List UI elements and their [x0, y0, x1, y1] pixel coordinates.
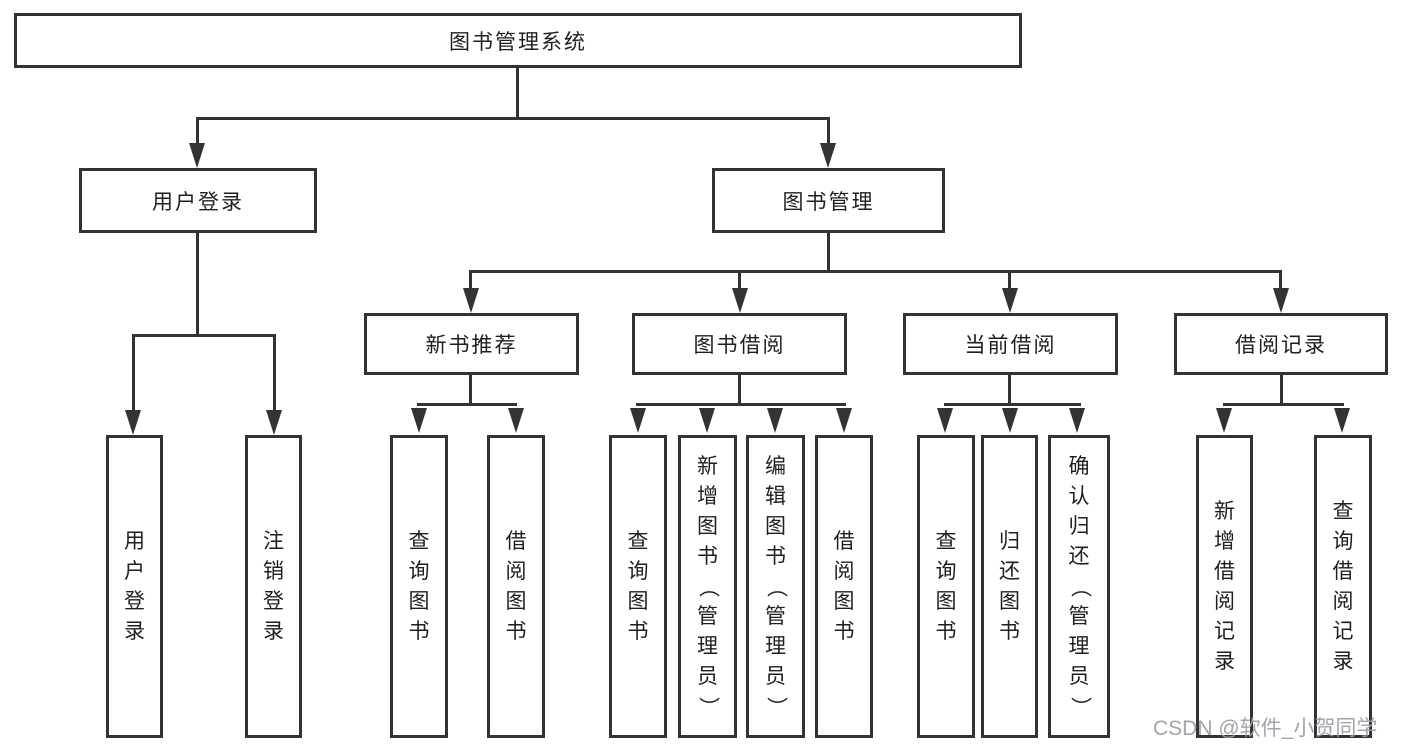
node-label: 查询借阅记录	[1332, 499, 1354, 673]
node-label: 当前借阅	[964, 334, 1057, 357]
node-label: 借阅图书	[833, 529, 855, 643]
connector-line	[827, 117, 830, 145]
connector-line	[1223, 403, 1344, 406]
arrow-down-icon	[699, 408, 715, 433]
connector-line	[417, 403, 517, 406]
connector-line	[196, 117, 199, 145]
node-query-books-borrowing: 查询图书	[609, 435, 667, 738]
csdn-watermark: CSDN @软件_小贺同学	[1153, 717, 1378, 740]
arrow-down-icon	[463, 288, 479, 313]
node-add-books-admin: 新增图书（管理员）	[678, 435, 737, 738]
connector-line	[944, 403, 1081, 406]
node-label: 借阅记录	[1235, 334, 1327, 357]
node-label: 图书管理	[782, 190, 875, 214]
connector-line	[1279, 270, 1282, 288]
node-label: 用户登录	[124, 529, 145, 643]
arrow-down-icon	[125, 410, 141, 435]
connector-line	[273, 334, 276, 410]
node-label: 确认归还（管理员）	[1068, 454, 1091, 718]
connector-line	[738, 270, 741, 288]
node-label: 借阅图书	[505, 529, 527, 643]
node-edit-books-admin: 编辑图书（管理员）	[746, 435, 805, 738]
arrow-down-icon	[1273, 288, 1289, 313]
node-borrowing-records: 借阅记录	[1174, 313, 1388, 375]
connector-line	[469, 270, 472, 288]
arrow-down-icon	[1216, 408, 1232, 433]
arrow-down-icon	[1002, 408, 1018, 433]
node-user-login: 用户登录	[106, 435, 163, 738]
node-label: 归还图书	[999, 529, 1020, 643]
node-label: 新书推荐	[425, 334, 518, 357]
node-label: 编辑图书（管理员）	[764, 454, 788, 718]
connector-line	[738, 374, 741, 406]
arrow-down-icon	[411, 408, 427, 433]
node-borrow-books-borrowing: 借阅图书	[815, 435, 873, 738]
node-current-borrowing: 当前借阅	[903, 313, 1118, 375]
connector-line	[469, 374, 472, 406]
connector-line	[1280, 374, 1283, 406]
arrow-down-icon	[189, 143, 205, 168]
arrow-down-icon	[820, 143, 836, 168]
node-return-books: 归还图书	[981, 435, 1038, 738]
node-new-book-recommendation: 新书推荐	[364, 313, 579, 375]
arrow-down-icon	[767, 408, 783, 433]
node-label: 查询图书	[627, 529, 649, 643]
connector-line	[196, 117, 830, 120]
node-label: 注销登录	[263, 529, 284, 643]
node-confirm-return-admin: 确认归还（管理员）	[1048, 435, 1110, 738]
node-user-login-group: 用户登录	[79, 168, 317, 233]
node-book-borrowing: 图书借阅	[632, 313, 847, 375]
node-book-management: 图书管理	[712, 168, 945, 233]
arrow-down-icon	[1334, 408, 1350, 433]
arrow-down-icon	[630, 408, 646, 433]
arrow-down-icon	[508, 408, 524, 433]
node-query-books-recommend: 查询图书	[390, 435, 448, 738]
node-logout-login: 注销登录	[245, 435, 302, 738]
node-add-borrow-record: 新增借阅记录	[1196, 435, 1253, 738]
connector-line	[1008, 270, 1011, 288]
node-label: 图书借阅	[693, 334, 786, 357]
arrow-down-icon	[732, 288, 748, 313]
node-label: 查询图书	[935, 529, 957, 643]
connector-line	[132, 334, 276, 337]
node-label: 用户登录	[152, 190, 244, 214]
connector-line	[132, 334, 135, 410]
arrow-down-icon	[937, 408, 953, 433]
arrow-down-icon	[1069, 408, 1085, 433]
arrow-down-icon	[836, 408, 852, 433]
node-label: 新增借阅记录	[1214, 499, 1235, 673]
node-library-management-system: 图书管理系统	[14, 13, 1022, 68]
connector-line	[1008, 374, 1011, 406]
arrow-down-icon	[1002, 288, 1018, 313]
connector-line	[196, 232, 199, 337]
arrow-down-icon	[266, 410, 282, 435]
connector-line	[516, 66, 519, 120]
connector-line	[469, 270, 1282, 273]
node-label: 图书管理系统	[449, 30, 587, 54]
node-label: 新增图书（管理员）	[696, 454, 720, 718]
node-query-borrow-record: 查询借阅记录	[1314, 435, 1372, 738]
connector-line	[827, 232, 830, 273]
node-query-books-current: 查询图书	[917, 435, 975, 738]
node-borrow-books-recommend: 借阅图书	[487, 435, 545, 738]
connector-line	[636, 403, 846, 406]
node-label: 查询图书	[408, 529, 430, 643]
